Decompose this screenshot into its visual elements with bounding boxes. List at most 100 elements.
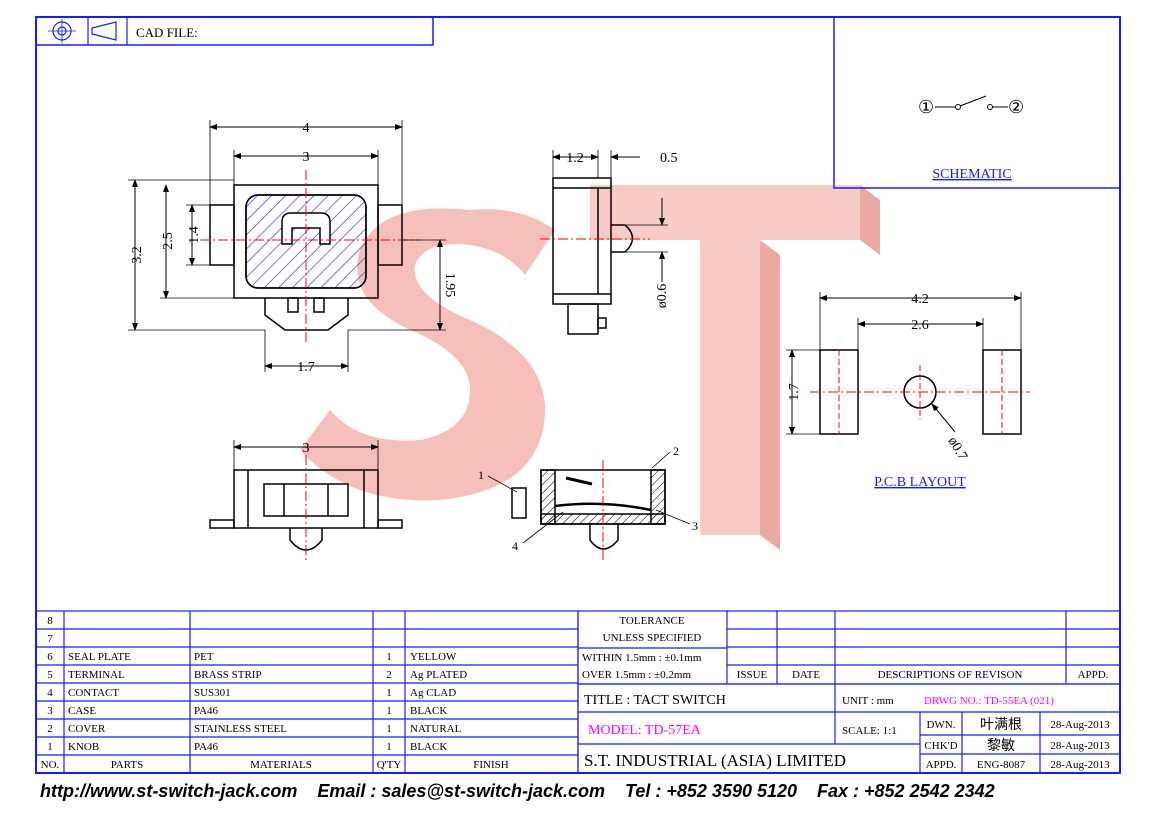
drawing-number: DRWG NO.: TD-55EA (021): [924, 695, 1054, 707]
fax: Fax : +852 2542 2342: [817, 781, 995, 801]
pcb-layout: [786, 292, 1030, 435]
callout-1: 1: [478, 468, 484, 482]
dim-height-1-4: 1.4: [187, 226, 202, 244]
side-view-labels: 1.2 0.5 ø0.6: [566, 151, 677, 308]
schematic-label: SCHEMATIC: [932, 167, 1011, 182]
bom-table: [35, 610, 579, 774]
dim-width-1-7: 1.7: [297, 360, 315, 375]
rev-date: DATE: [792, 669, 820, 681]
dim-height-3-2: 3.2: [130, 246, 145, 264]
dim-width-3: 3: [303, 150, 310, 165]
header-finish: FINISH: [473, 759, 509, 771]
bom-cell-no: 1: [47, 741, 53, 753]
bom-cell-finish: Ag PLATED: [410, 669, 467, 681]
bom-cell-material: PA46: [194, 705, 219, 717]
dwn-label: DWN.: [926, 719, 955, 731]
email-link[interactable]: Email : sales@st-switch-jack.com: [317, 781, 606, 801]
top-view: [128, 120, 446, 372]
bom-cell-finish: BLACK: [410, 741, 447, 753]
bom-cell-part: TERMINAL: [68, 669, 125, 681]
callout-4: 4: [512, 539, 518, 553]
dim-pcb-1-7: 1.7: [787, 383, 802, 401]
side-view: [540, 150, 668, 335]
bom-cell-part: COVER: [68, 723, 106, 735]
bom-cell-material: BRASS STRIP: [194, 669, 262, 681]
bom-cell-part: CONTACT: [68, 687, 119, 699]
bom-headers: NO. PARTS MATERIALS Q'TY FINISH: [41, 759, 509, 771]
dwn-date: 28-Aug-2013: [1050, 719, 1110, 731]
dwn-name: 叶满根: [980, 717, 1022, 733]
bom-cell-finish: YELLOW: [410, 651, 457, 663]
dim-width-4: 4: [303, 121, 310, 136]
revision-text: TOLERANCE UNLESS SPECIFIED WITHIN 1.5mm …: [582, 615, 1109, 681]
bom-cell-qty: 1: [386, 705, 392, 717]
bom-cell-material: PA46: [194, 741, 219, 753]
header-materials: MATERIALS: [250, 759, 312, 771]
bom-cell-no: 3: [47, 705, 53, 717]
pcb-layout-label: P.C.B LAYOUT: [874, 475, 966, 490]
dim-front-3: 3: [303, 441, 310, 456]
bom-cell-qty: 1: [386, 723, 392, 735]
bom-cell-part: SEAL PLATE: [68, 651, 131, 663]
bom-cell-no: 7: [47, 633, 53, 645]
rev-issue: ISSUE: [737, 669, 768, 681]
bom-text: 8 7 6 SEAL PLATE PET 1 YELLOW 5 TERMINAL BRASS ST…: [47, 615, 467, 753]
cad-file-label: CAD FILE:: [136, 25, 198, 40]
bom-cell-part: KNOB: [68, 741, 99, 753]
bom-cell-qty: 1: [386, 687, 392, 699]
dim-pcb-hole: ø0.7: [945, 435, 970, 464]
website-link[interactable]: http://www.st-switch-jack.com: [40, 781, 298, 801]
bom-cell-material: STAINLESS STEEL: [194, 723, 287, 735]
header-parts: PARTS: [111, 759, 144, 771]
bom-cell-finish: BLACK: [410, 705, 447, 717]
front-view: [209, 440, 403, 560]
bom-cell-finish: Ag CLAD: [410, 687, 456, 699]
callout-2: 2: [673, 444, 679, 458]
contact-footer: http://www.st-switch-jack.com Email : sal…: [40, 781, 1140, 811]
rev-appd: APPD.: [1078, 669, 1109, 681]
dim-knob-diameter: ø0.6: [655, 284, 670, 309]
dim-depth-1-2: 1.2: [566, 151, 584, 166]
projection-symbol-icon: [48, 19, 117, 43]
tolerance-subtitle: UNLESS SPECIFIED: [603, 632, 702, 644]
dim-height-1-95: 1.95: [442, 273, 457, 298]
callout-3: 3: [692, 519, 698, 533]
model: MODEL: TD-57EA: [588, 723, 702, 738]
bom-cell-qty: 1: [386, 651, 392, 663]
bom-cell-no: 5: [47, 669, 53, 681]
appd-label: APPD.: [926, 759, 957, 771]
bom-cell-material: PET: [194, 651, 214, 663]
bom-cell-finish: NATURAL: [410, 723, 462, 735]
bom-cell-part: CASE: [68, 705, 96, 717]
revision-block: [577, 610, 1121, 685]
title: TITLE : TACT SWITCH: [584, 693, 726, 708]
dim-pcb-4-2: 4.2: [911, 292, 929, 307]
schematic-panel: ① ② SCHEMATIC: [833, 16, 1121, 189]
chk-name: 黎敏: [987, 738, 1015, 754]
rev-desc: DESCRIPTIONS OF REVISON: [878, 669, 1023, 681]
title-text: TITLE : TACT SWITCH UNIT : mm DRWG NO.: …: [584, 693, 1110, 771]
bom-cell-no: 4: [47, 687, 53, 699]
bom-cell-no: 6: [47, 651, 53, 663]
bom-cell-material: SUS301: [194, 687, 231, 699]
unit: UNIT : mm: [842, 695, 894, 707]
bom-cell-qty: 2: [386, 669, 392, 681]
section-view: [487, 451, 691, 560]
company-name: S.T. INDUSTRIAL (ASIA) LIMITED: [584, 751, 846, 770]
schematic-pin2: ②: [1008, 97, 1024, 117]
bom-cell-no: 8: [47, 615, 53, 627]
bom-cell-no: 2: [47, 723, 53, 735]
telephone: Tel : +852 3590 5120: [625, 781, 798, 801]
pcb-labels: 4.2 2.6 1.7 ø0.7 P.C.B LAYOUT: [787, 292, 970, 490]
chk-date: 28-Aug-2013: [1050, 740, 1110, 752]
header-no: NO.: [41, 759, 60, 771]
dim-height-2-5: 2.5: [161, 232, 176, 250]
section-callouts: 1 2 3 4: [478, 444, 698, 553]
schematic-pin1: ①: [918, 97, 934, 117]
bom-cell-qty: 1: [386, 741, 392, 753]
tolerance-title: TOLERANCE: [619, 615, 684, 627]
appd-name: ENG-8087: [977, 759, 1026, 771]
dim-pcb-2-6: 2.6: [911, 318, 929, 333]
title-block: [577, 683, 1121, 774]
